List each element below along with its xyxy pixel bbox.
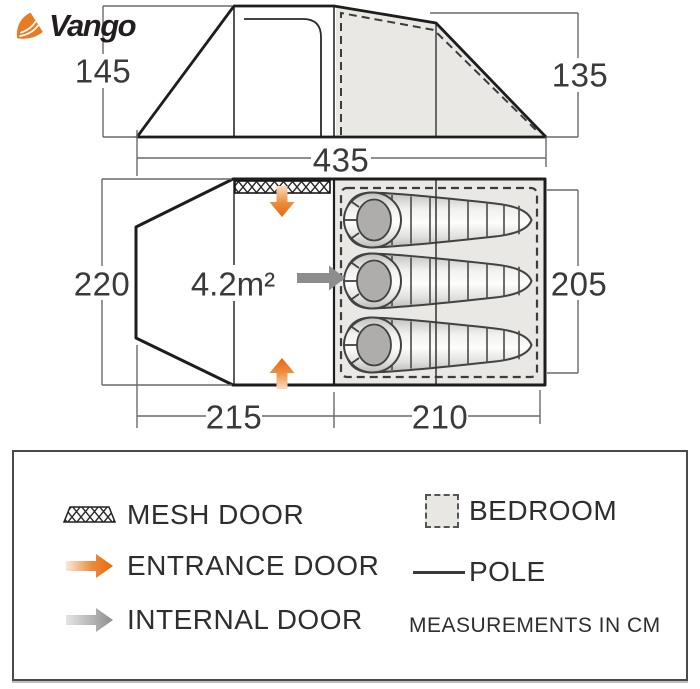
legend-box: MESH DOOR ENTRANCE DOOR	[12, 450, 688, 681]
legend-row-pole: POLE	[409, 556, 546, 588]
pole-icon	[409, 570, 469, 574]
mesh-door-icon	[52, 506, 127, 524]
side-elevation-view	[135, 4, 548, 139]
tent-profile-outline	[135, 4, 548, 139]
porch-area-label: 4.2m²	[191, 266, 275, 303]
dim-porch-length: 215	[206, 399, 263, 436]
legend-row-bedroom: BEDROOM	[414, 494, 617, 528]
side-bedroom-dashed-outline	[340, 11, 540, 135]
vango-swoosh-icon	[16, 12, 43, 39]
legend-label-entrance-door: ENTRANCE DOOR	[127, 550, 380, 581]
legend-label-internal-door: INTERNAL DOOR	[127, 604, 363, 635]
entrance-door-icon	[52, 553, 127, 579]
dim-width-rear: 205	[551, 266, 608, 303]
legend-label-mesh-door: MESH DOOR	[127, 499, 305, 530]
legend-row-mesh-door: MESH DOOR	[52, 499, 304, 531]
internal-door-icon	[52, 607, 127, 633]
plan-bedroom-dashed-outline	[339, 186, 539, 379]
dimension-lines-side	[102, 5, 579, 176]
legend-label-pole: POLE	[469, 556, 546, 587]
floor-plan-outline	[134, 177, 547, 387]
area-label-backdrop	[190, 265, 278, 301]
side-bedroom-shaded-area	[336, 7, 546, 137]
legend-row-entrance-door: ENTRANCE DOOR	[52, 550, 379, 582]
side-door-outline	[244, 18, 322, 137]
floor-plan-view: 4.2m²	[134, 177, 547, 389]
brand-name: Vango	[49, 8, 137, 43]
bedroom-icon	[414, 494, 469, 528]
dim-bedroom-length: 210	[412, 399, 469, 436]
dim-length-total: 435	[313, 142, 370, 179]
legend-row-measurements-note: MEASUREMENTS IN CM	[409, 614, 661, 638]
legend-label-bedroom: BEDROOM	[469, 495, 618, 526]
dim-height-front: 145	[75, 53, 132, 90]
legend-row-internal-door: INTERNAL DOOR	[52, 604, 363, 636]
dim-height-rear: 135	[552, 57, 609, 94]
vango-logo: Vango	[14, 8, 137, 44]
measurements-note: MEASUREMENTS IN CM	[409, 614, 661, 637]
dimension-lines-plan	[101, 178, 579, 428]
internal-door-arrow	[297, 265, 345, 291]
dim-width-front: 220	[74, 266, 131, 303]
